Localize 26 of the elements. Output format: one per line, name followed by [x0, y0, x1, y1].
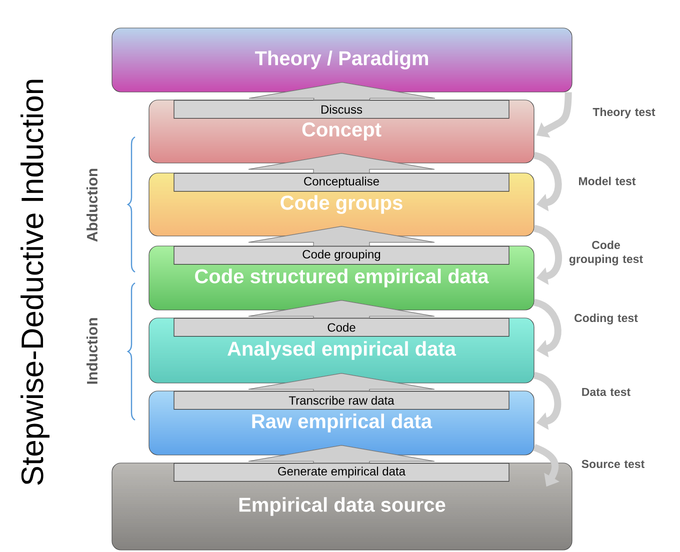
step-bar: Conceptualise — [174, 173, 510, 192]
edge-label: Model test — [579, 176, 636, 186]
block-arrow — [248, 444, 435, 464]
step-bar: Discuss — [174, 100, 510, 119]
group-label: Induction — [86, 318, 98, 384]
edge-label: Code grouping test — [569, 240, 643, 266]
curved-arrow — [533, 152, 562, 212]
block-arrow — [248, 82, 436, 100]
level-box: Theory / Paradigm — [112, 28, 572, 92]
step-bar: Transcribe raw data — [174, 391, 510, 410]
edge-label: Source test — [582, 460, 644, 468]
block-arrow — [248, 373, 435, 392]
step-bar: Generate empirical data — [174, 463, 510, 482]
title: Stepwise-Deductive Induction — [20, 80, 50, 485]
block-arrow — [248, 226, 435, 246]
block-arrow — [248, 300, 435, 318]
curved-arrow — [533, 372, 562, 430]
edge-label: Data test — [582, 388, 630, 396]
edge-label: Coding test — [574, 314, 638, 324]
block-arrow — [248, 153, 435, 174]
curved-arrow — [533, 298, 562, 358]
step-bar: Code grouping — [174, 246, 510, 265]
group-label: Abduction — [86, 168, 98, 242]
step-bar: Code — [174, 318, 510, 337]
edge-label: Theory test — [592, 108, 656, 118]
curved-arrow — [533, 224, 562, 285]
